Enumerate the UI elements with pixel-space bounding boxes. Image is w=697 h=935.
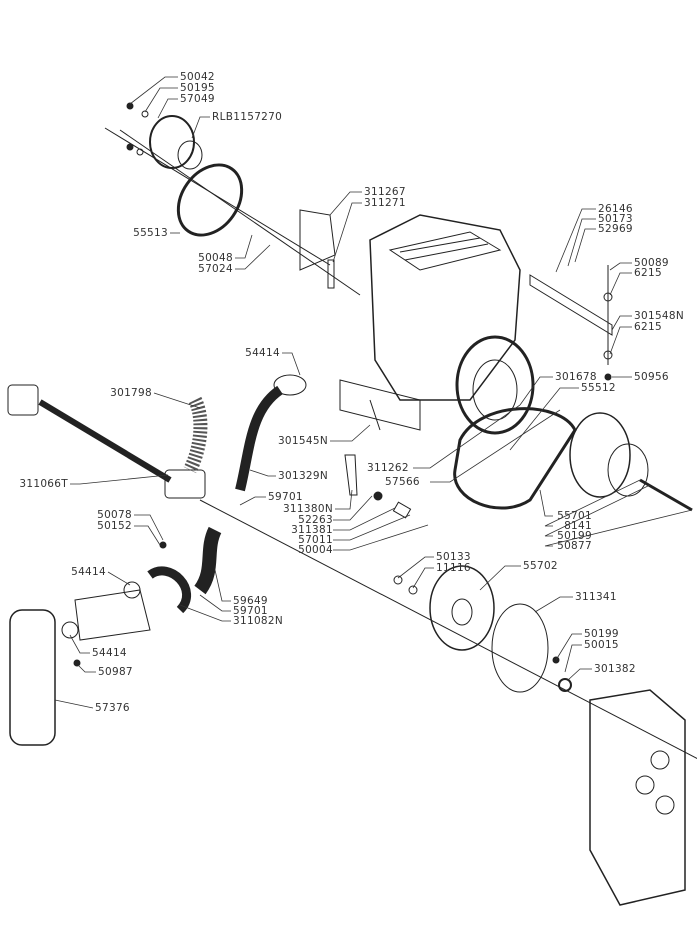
part-label: 57024 bbox=[198, 263, 233, 275]
part-label: 26146 bbox=[598, 203, 633, 215]
part-label: 50004 bbox=[298, 544, 333, 556]
part-label: 311082N bbox=[233, 615, 284, 627]
driveshaft-311066T bbox=[7, 384, 206, 499]
part-label: 57049 bbox=[180, 93, 215, 105]
hose-301798 bbox=[183, 396, 208, 474]
part-label: RLB1157270 bbox=[212, 111, 283, 123]
part-label: 301798 bbox=[110, 387, 152, 399]
pipe-311082N bbox=[147, 566, 191, 614]
muffler-57376 bbox=[9, 609, 56, 746]
part-label: 301329N bbox=[278, 470, 329, 482]
part-label: 311380N bbox=[282, 503, 333, 515]
part-label: 52263 bbox=[298, 514, 333, 526]
engine bbox=[339, 214, 535, 435]
part-label: 57011 bbox=[298, 534, 333, 546]
leader-lines bbox=[54, 76, 693, 709]
part-label: 50089 bbox=[634, 257, 669, 269]
pulley-55702 bbox=[429, 565, 495, 651]
alternator-axis-2 bbox=[104, 127, 331, 266]
part-label: 50048 bbox=[198, 252, 233, 264]
part-label: 55513 bbox=[133, 227, 168, 239]
part-label: 50199 bbox=[584, 628, 619, 640]
part-label: 301678 bbox=[555, 371, 597, 383]
belt-55513 bbox=[176, 163, 244, 237]
part-label: 54414 bbox=[71, 566, 106, 578]
part-label: 6215 bbox=[634, 321, 662, 333]
part-label: 55701 bbox=[557, 510, 592, 522]
hose-59649 bbox=[194, 526, 222, 595]
part-label: 59701 bbox=[233, 605, 268, 617]
part-label: 54414 bbox=[245, 347, 280, 359]
part-label: 55702 bbox=[523, 560, 558, 572]
part-label: 57376 bbox=[95, 702, 130, 714]
part-label: 8141 bbox=[564, 520, 592, 532]
part-label: 50956 bbox=[634, 371, 669, 383]
exhaust-bracket bbox=[74, 589, 151, 641]
part-label: 50015 bbox=[584, 639, 619, 651]
part-label: 59649 bbox=[233, 595, 268, 607]
part-label: 311267 bbox=[364, 186, 406, 198]
part-label: 50152 bbox=[97, 520, 132, 532]
disc-311341 bbox=[491, 603, 549, 693]
part-label: 301548N bbox=[634, 310, 685, 322]
part-label: 311341 bbox=[575, 591, 617, 603]
part-label: 311066T bbox=[19, 478, 68, 490]
part-label: 50877 bbox=[557, 540, 592, 552]
part-label: 311262 bbox=[367, 462, 409, 474]
driveline-axis bbox=[199, 499, 697, 760]
part-label: 52969 bbox=[598, 223, 633, 235]
part-label: 57566 bbox=[385, 476, 420, 488]
part-label: 6215 bbox=[634, 267, 662, 279]
belt-55512 bbox=[453, 407, 577, 510]
part-label: 301545N bbox=[277, 435, 328, 447]
gasket-54414 bbox=[273, 374, 307, 396]
alternator bbox=[126, 102, 203, 170]
part-label: 311381 bbox=[291, 524, 333, 536]
part-label: 50078 bbox=[97, 509, 132, 521]
part-label: 301382 bbox=[594, 663, 636, 675]
bracket-bolt bbox=[327, 259, 335, 289]
pulley-55701 bbox=[569, 412, 631, 498]
pipe-301329N bbox=[235, 385, 284, 492]
gearbox bbox=[589, 689, 686, 906]
alternator-axis bbox=[119, 129, 361, 296]
part-label: 50195 bbox=[180, 82, 215, 94]
part-label: 50173 bbox=[598, 213, 633, 225]
part-label: 59701 bbox=[268, 491, 303, 503]
bracket-301548N bbox=[529, 274, 613, 336]
part-label: 54414 bbox=[92, 647, 127, 659]
part-label: 50199 bbox=[557, 530, 592, 542]
part-label: 11116 bbox=[436, 562, 471, 574]
part-label: 50042 bbox=[180, 71, 215, 83]
alternator-bracket bbox=[299, 209, 336, 271]
part-label: 311271 bbox=[364, 197, 406, 209]
part-label: 50987 bbox=[98, 666, 133, 678]
part-label: 50133 bbox=[436, 551, 471, 563]
part-label: 55512 bbox=[581, 382, 616, 394]
